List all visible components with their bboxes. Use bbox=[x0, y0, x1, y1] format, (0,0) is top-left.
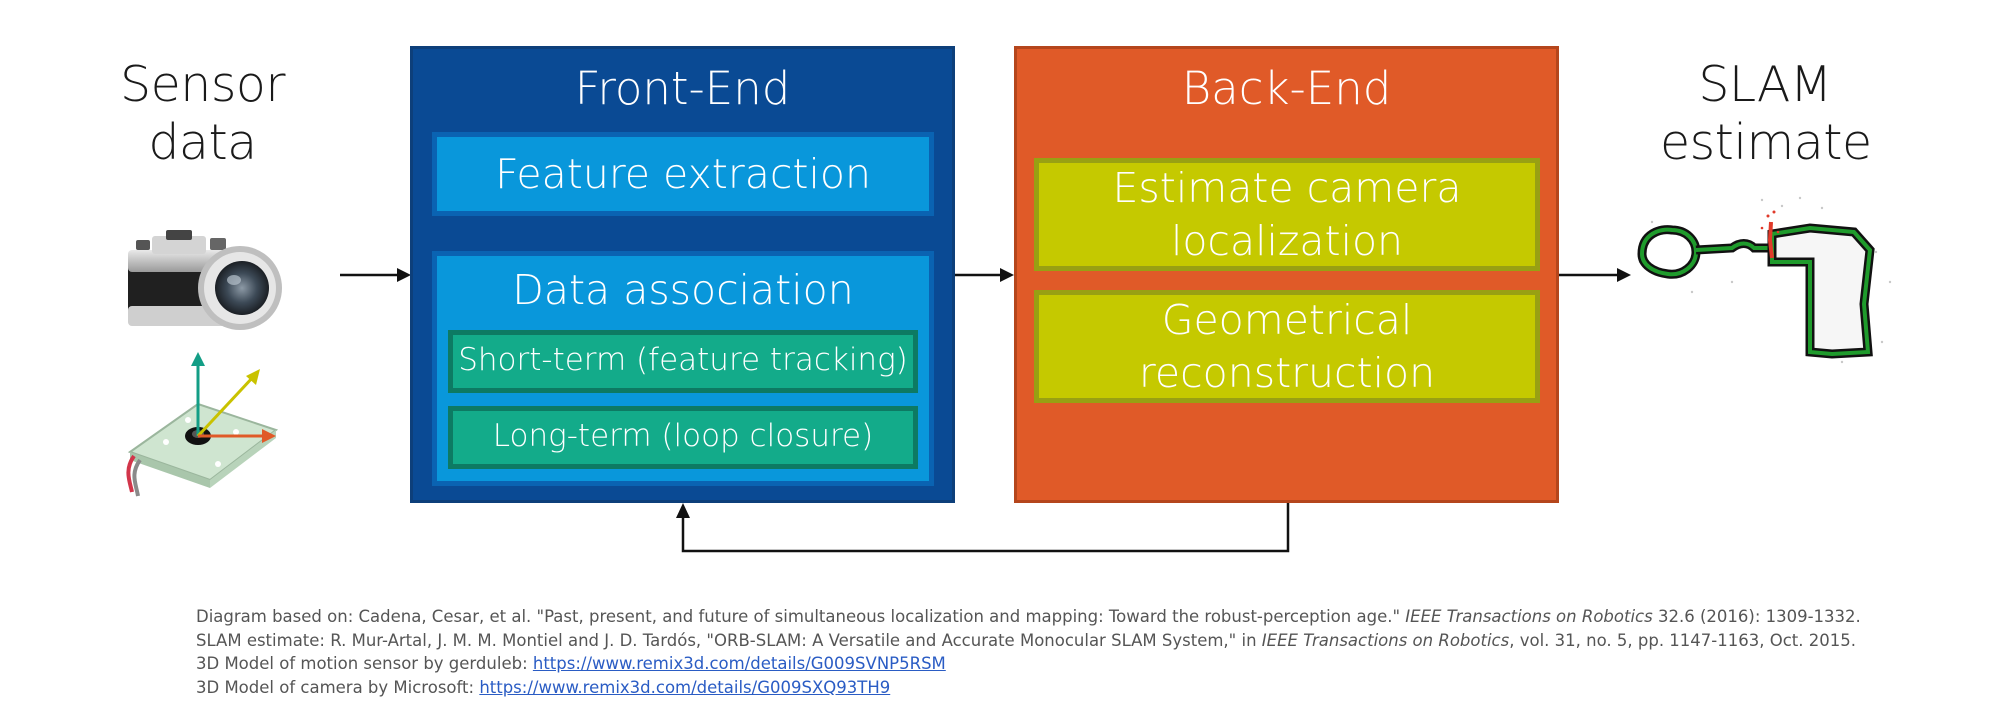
reference-4: 3D Model of camera by Microsoft: https:/… bbox=[196, 676, 1896, 700]
sensor-data-label-line2: data bbox=[148, 114, 257, 171]
reference-2: SLAM estimate: R. Mur-Artal, J. M. M. Mo… bbox=[196, 629, 1896, 653]
slam-map-icon bbox=[1632, 192, 1902, 382]
reference-2-tail: , vol. 31, no. 5, pp. 1147-1163, Oct. 20… bbox=[1509, 630, 1856, 650]
geometric-reconstruction-line1: Geometrical bbox=[1161, 295, 1413, 344]
estimate-localization-line2: localization bbox=[1170, 216, 1404, 265]
reference-4-link[interactable]: https://www.remix3d.com/details/G009SXQ9… bbox=[479, 677, 891, 697]
front-end-panel: Front-End Feature extraction Data associ… bbox=[410, 46, 955, 503]
reference-2-journal: IEEE Transactions on Robotics bbox=[1261, 630, 1510, 650]
estimate-localization-line1: Estimate camera bbox=[1112, 163, 1462, 212]
data-association-label: Data association bbox=[512, 266, 854, 314]
data-association-box: Data association Short-term (feature tra… bbox=[432, 251, 934, 486]
estimate-localization-box: Estimate camera localization bbox=[1034, 158, 1540, 271]
geometric-reconstruction-line2: reconstruction bbox=[1138, 348, 1436, 397]
reference-1-text: Diagram based on: Cadena, Cesar, et al. … bbox=[196, 607, 1406, 626]
feedback-loop-arrow bbox=[681, 503, 1290, 553]
back-end-title: Back-End bbox=[1181, 62, 1392, 115]
reference-1-journal: IEEE Transactions on Robotics bbox=[1405, 607, 1653, 626]
references: Diagram based on: Cadena, Cesar, et al. … bbox=[196, 605, 1896, 699]
long-term-label: Long-term (loop closure) bbox=[492, 418, 874, 454]
geometric-reconstruction-box: Geometrical reconstruction bbox=[1034, 290, 1540, 403]
back-end-panel: Back-End Estimate camera localization Ge… bbox=[1014, 46, 1559, 503]
short-term-box: Short-term (feature tracking) bbox=[448, 330, 918, 393]
reference-2-text: SLAM estimate: R. Mur-Artal, J. M. M. Mo… bbox=[196, 630, 1262, 650]
reference-1-tail: 32.6 (2016): 1309-1332. bbox=[1652, 607, 1861, 626]
slam-estimate-label: SLAM estimate bbox=[1660, 56, 1872, 172]
slam-estimate-label-line1: SLAM bbox=[1698, 56, 1832, 113]
reference-1: Diagram based on: Cadena, Cesar, et al. … bbox=[196, 605, 1896, 629]
feature-extraction-label: Feature extraction bbox=[495, 150, 871, 198]
reference-3-link[interactable]: https://www.remix3d.com/details/G009SVNP… bbox=[532, 654, 946, 673]
feature-extraction-box: Feature extraction bbox=[432, 132, 934, 216]
short-term-label: Short-term (feature tracking) bbox=[458, 342, 908, 378]
front-end-title: Front-End bbox=[574, 62, 791, 115]
camera-icon bbox=[122, 222, 286, 334]
slam-estimate-label-line2: estimate bbox=[1660, 114, 1872, 171]
motion-sensor-icon bbox=[126, 352, 286, 500]
reference-4-text: 3D Model of camera by Microsoft: bbox=[196, 677, 480, 697]
sensor-data-label-line1: Sensor bbox=[120, 56, 285, 113]
reference-3-text: 3D Model of motion sensor by gerduleb: bbox=[196, 654, 533, 673]
long-term-box: Long-term (loop closure) bbox=[448, 406, 918, 469]
sensor-data-label: Sensor data bbox=[110, 56, 295, 172]
reference-3: 3D Model of motion sensor by gerduleb: h… bbox=[196, 652, 1896, 676]
